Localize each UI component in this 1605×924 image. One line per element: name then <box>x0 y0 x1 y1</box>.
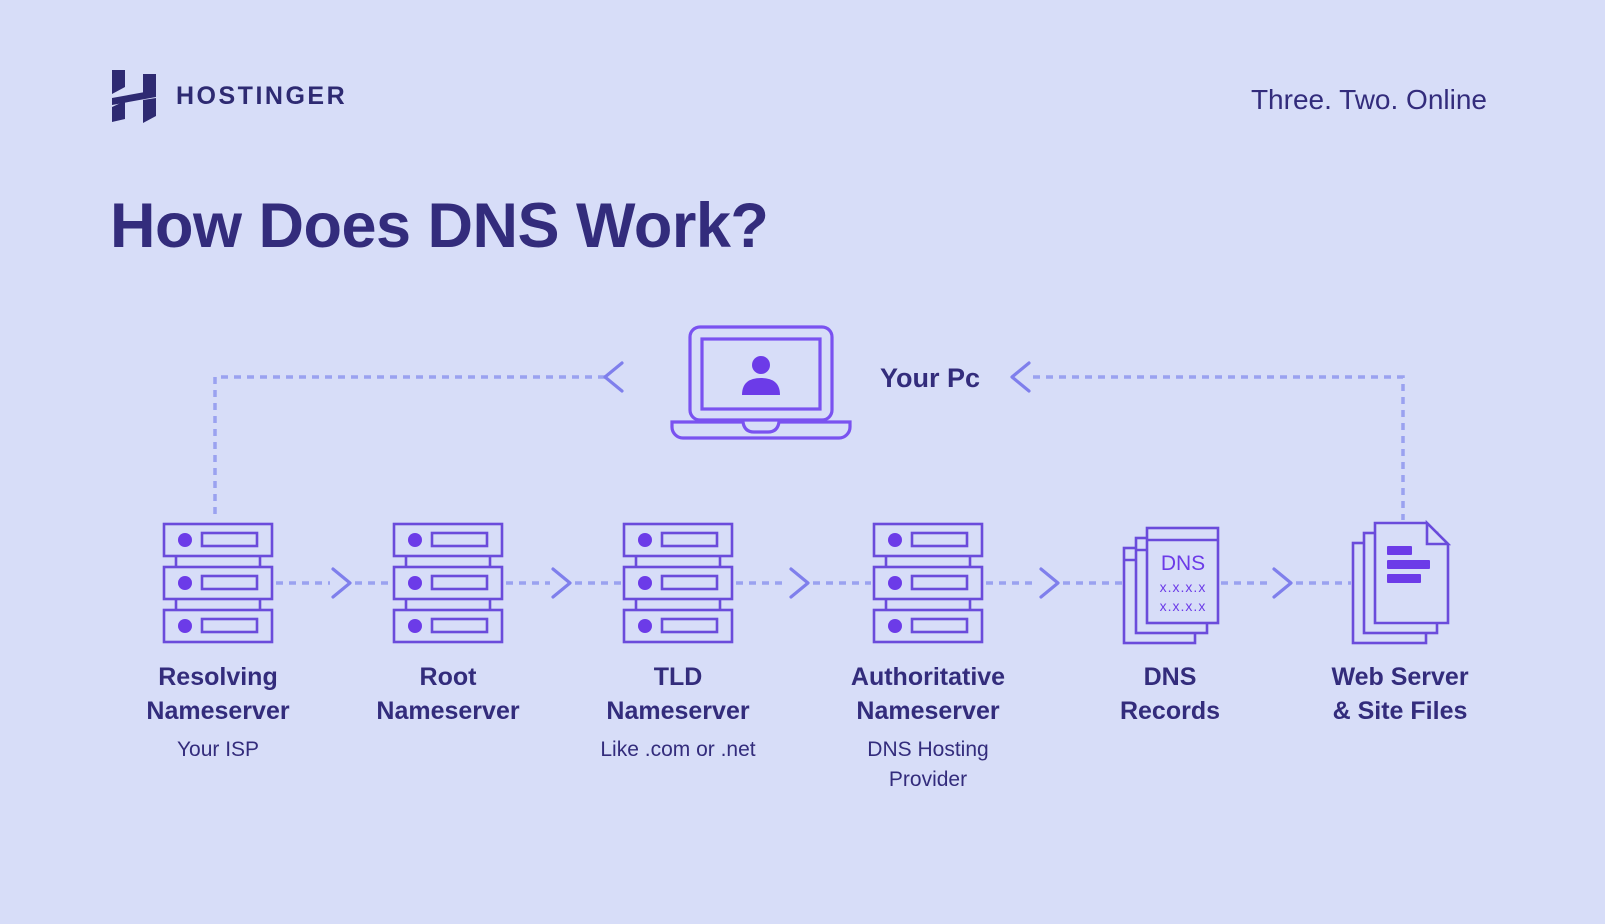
page-fold <box>1425 519 1452 546</box>
dns-doc-title: DNS <box>1161 552 1205 575</box>
arrowhead-right-icon <box>551 567 572 599</box>
arrowhead-left-icon <box>603 361 624 393</box>
node-label-web-server: Web Server & Site Files <box>1270 660 1530 735</box>
node-caption: Your ISP <box>176 738 260 761</box>
laptop-icon <box>670 325 852 440</box>
node-title: Root Nameserver <box>376 663 520 725</box>
arrowhead-left-icon <box>1010 361 1031 393</box>
arrowhead-right-icon <box>789 567 810 599</box>
arrowhead-right-icon <box>331 567 352 599</box>
dns-doc-line: x.x.x.x <box>1160 598 1207 614</box>
server-rack-icon-resolving <box>162 522 274 644</box>
node-title: Web Server & Site Files <box>1331 663 1469 725</box>
server-rack-icon-root <box>392 522 504 644</box>
node-title: DNS Records <box>1119 663 1221 725</box>
node-caption: DNS Hosting Provider <box>867 738 989 791</box>
your-pc-label: Your Pc <box>880 363 981 393</box>
arrowhead-right-icon <box>1272 567 1293 599</box>
arrowhead-right-icon <box>1039 567 1060 599</box>
server-rack-icon-tld <box>622 522 734 644</box>
node-caption: Like .com or .net <box>600 738 756 761</box>
user-head-icon <box>752 356 770 374</box>
route-webserver-to-pc <box>1033 375 1405 520</box>
node-label-dns-records: DNS Records <box>1040 660 1300 735</box>
server-rack-icon-authoritative <box>872 522 984 644</box>
node-label-tld-nameserver: TLD Nameserver Like .com or .net <box>548 660 808 765</box>
brand-name: HOSTINGER <box>176 82 348 110</box>
dns-records-icon: DNS x.x.x.x x.x.x.x <box>1122 526 1220 645</box>
node-label-authoritative-nameserver: Authoritative Nameserver DNS Hosting Pro… <box>798 660 1058 795</box>
brand-tagline: Three. Two. Online <box>1250 84 1487 115</box>
route-node-chain <box>276 567 1351 599</box>
dns-doc-line: x.x.x.x <box>1160 579 1207 595</box>
site-files-icon <box>1351 519 1452 645</box>
hostinger-logo-icon <box>112 70 156 123</box>
node-title: Resolving Nameserver <box>146 663 290 725</box>
route-pc-to-resolver <box>213 375 605 516</box>
node-label-root-nameserver: Root Nameserver <box>318 660 578 735</box>
node-title: Authoritative Nameserver <box>850 663 1006 725</box>
user-body-icon <box>742 378 780 395</box>
page-title: How Does DNS Work? <box>110 191 769 261</box>
node-label-resolving-nameserver: Resolving Nameserver Your ISP <box>88 660 348 765</box>
node-title: TLD Nameserver <box>606 663 750 725</box>
